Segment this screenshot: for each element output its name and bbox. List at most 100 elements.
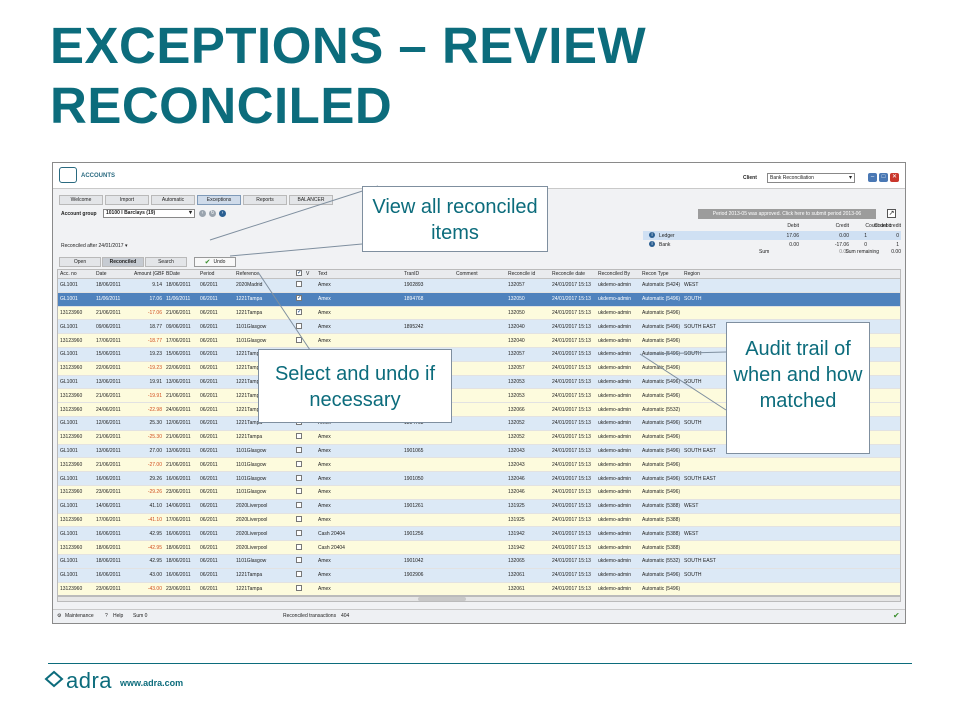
grid-header-cell[interactable]: Text — [318, 271, 328, 277]
cell-type: Automatic (5496) — [642, 572, 681, 579]
info-icon[interactable]: i — [649, 232, 655, 238]
previous-icon[interactable]: ‹ — [199, 210, 206, 217]
account-group-select[interactable]: 10100 I Barclays (19) — [103, 209, 195, 218]
tab-reports[interactable]: Reports — [243, 195, 287, 205]
row-checkbox[interactable] — [296, 336, 302, 343]
row-checkbox[interactable] — [296, 584, 302, 591]
refresh-icon[interactable]: ↻ — [209, 210, 216, 217]
row-checkbox-cell — [292, 515, 304, 524]
grid-header-cell[interactable]: Acc. no — [60, 271, 77, 277]
cell-type: Automatic (5388) — [642, 544, 681, 551]
cell-acc: 13123960 — [60, 406, 83, 413]
cell-date: 18/06/2011 — [96, 282, 121, 289]
cell-recid: 132046 — [508, 475, 525, 482]
row-checkbox[interactable] — [296, 446, 302, 453]
grid-header-cell[interactable]: Period — [200, 271, 215, 277]
grid-header-cell[interactable]: Reference — [236, 271, 260, 277]
period-banner[interactable]: Period 2013-05 was approved. Click here … — [698, 209, 876, 219]
row-checkbox[interactable] — [296, 515, 302, 522]
row-checkbox[interactable] — [296, 295, 302, 302]
slide-title-line1: EXCEPTIONS – REVIEW — [50, 17, 647, 74]
row-checkbox[interactable] — [296, 322, 302, 329]
cell-recdate: 24/01/2017 15:13 — [552, 572, 591, 579]
grid-header-cell[interactable]: TranID — [404, 271, 420, 277]
maximize-icon[interactable]: □ — [879, 173, 888, 182]
cell-recid: 132046 — [508, 489, 525, 496]
cell-recdate: 24/01/2017 15:13 — [552, 516, 591, 523]
export-icon[interactable]: ↗ — [887, 209, 896, 218]
cell-amount: -19.91 — [147, 392, 162, 399]
cell-acc: GL1001 — [60, 447, 78, 454]
cell-amount: 19.23 — [149, 351, 162, 358]
tab-automatic[interactable]: Automatic — [151, 195, 195, 205]
row-checkbox[interactable] — [296, 543, 302, 550]
help-link[interactable]: Help — [113, 613, 124, 619]
cell-period: 06/2011 — [200, 282, 218, 289]
grid-header-cell[interactable]: Recon Type — [642, 271, 669, 277]
row-checkbox[interactable] — [296, 502, 302, 509]
connector-audit — [649, 351, 727, 355]
row-checkbox[interactable] — [296, 460, 302, 467]
row-checkbox[interactable] — [296, 557, 302, 564]
row-checkbox[interactable] — [296, 281, 302, 288]
tab-welcome[interactable]: Welcome — [59, 195, 103, 205]
cell-recdate: 24/01/2017 15:13 — [552, 392, 591, 399]
grid-header-cell[interactable]: Reconcile date — [552, 271, 586, 277]
client-select[interactable]: Bank Reconciliation — [767, 173, 855, 183]
maintenance-link[interactable]: Maintenance — [65, 613, 94, 619]
subtab-reconciled[interactable]: Reconciled — [102, 257, 144, 267]
close-icon[interactable]: ✕ — [890, 173, 899, 182]
tab-import[interactable]: Import — [105, 195, 149, 205]
horizontal-scrollbar[interactable] — [57, 596, 901, 602]
row-checkbox[interactable] — [296, 571, 302, 578]
cell-period: 06/2011 — [200, 447, 218, 454]
grid-header-cell[interactable]: Reconcile id — [508, 271, 536, 277]
grid-header-cell[interactable]: Amount (GBP) — [134, 271, 164, 277]
help-icon[interactable]: ? — [105, 613, 108, 619]
select-all-checkbox[interactable] — [296, 270, 302, 276]
grid-header-cell[interactable]: V — [306, 271, 310, 277]
grid-header-cell[interactable] — [292, 270, 304, 278]
cell-acc: 13123960 — [60, 365, 83, 372]
grid-header-cell[interactable]: Date — [96, 271, 107, 277]
row-checkbox[interactable] — [296, 474, 302, 481]
scrollbar-thumb[interactable] — [418, 597, 466, 601]
grid-header-cell[interactable]: Region — [684, 271, 700, 277]
info-icon[interactable]: i — [649, 241, 655, 247]
subtab-open[interactable]: Open — [59, 257, 101, 267]
tab-balancer[interactable]: BALANCER — [289, 195, 333, 205]
row-checkbox[interactable] — [296, 488, 302, 495]
reconciled-after-date[interactable]: 24/01/2017 — [98, 243, 124, 249]
tab-exceptions[interactable]: Exceptions — [197, 195, 241, 205]
footer-url[interactable]: www.adra.com — [120, 678, 184, 688]
undo-button[interactable]: ✔ Undo — [194, 257, 236, 267]
row-checkbox[interactable] — [296, 529, 302, 536]
next-icon[interactable]: › — [219, 210, 226, 217]
grid-header-cell[interactable]: Reconciled By — [598, 271, 630, 277]
grid-header-cell[interactable]: BDate — [166, 271, 180, 277]
minimize-icon[interactable]: – — [868, 173, 877, 182]
row-checkbox[interactable] — [296, 308, 302, 315]
wrench-icon[interactable]: ⚙ — [57, 613, 62, 619]
row-checkbox[interactable] — [296, 433, 302, 440]
calendar-icon[interactable]: ▾ — [124, 243, 128, 249]
subtab-search[interactable]: Search — [145, 257, 187, 267]
grid-header-cell[interactable]: Comment — [456, 271, 478, 277]
